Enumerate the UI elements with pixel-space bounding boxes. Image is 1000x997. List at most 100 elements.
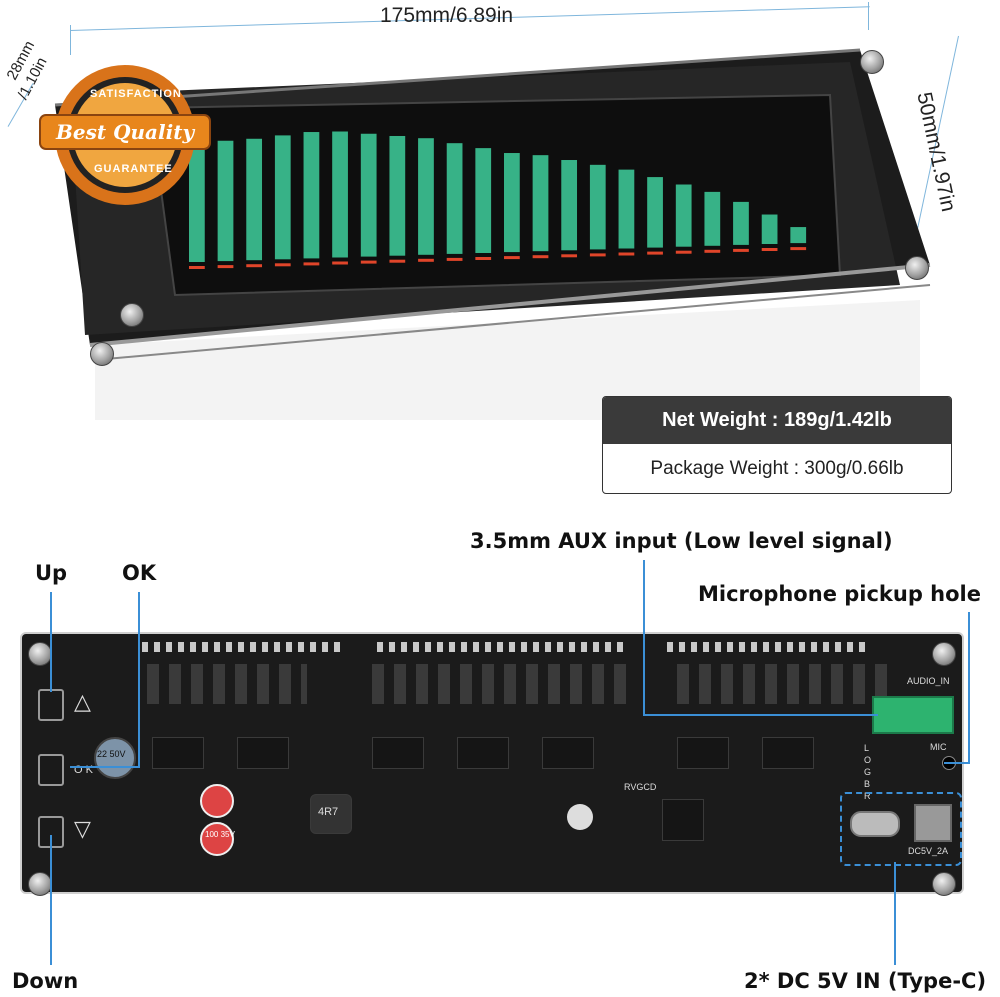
package-weight: Package Weight : 300g/0.66lb bbox=[650, 457, 904, 479]
spectrum-bar bbox=[504, 153, 520, 253]
pin-header-middle bbox=[377, 642, 627, 652]
up-label: Up bbox=[35, 561, 68, 585]
ok-callout-vertical bbox=[138, 592, 140, 767]
spectrum-bar bbox=[589, 164, 606, 250]
usb-c-port-1[interactable] bbox=[850, 811, 900, 837]
length-dimension-label: 175mm/6.89in bbox=[380, 4, 514, 27]
driver-chip-5 bbox=[542, 737, 594, 769]
led-label-r: R bbox=[864, 791, 871, 801]
spectrum-bar bbox=[475, 148, 492, 253]
spectrum-bar bbox=[274, 135, 291, 260]
spectrum-bar bbox=[246, 138, 263, 261]
capacitor-blue bbox=[94, 737, 136, 779]
spectrum-bar bbox=[217, 140, 234, 262]
led-labels: L O G B R bbox=[864, 742, 878, 802]
driver-chip-1 bbox=[152, 737, 204, 769]
capacitor-red-1 bbox=[200, 784, 234, 818]
case-screw-bottom-right bbox=[905, 256, 929, 280]
spectrum-base-segment bbox=[704, 249, 721, 253]
mic-callout-horizontal bbox=[944, 762, 970, 764]
up-callout-line bbox=[50, 592, 52, 692]
weight-info-box: Net Weight : 189g/1.42lb Package Weight … bbox=[602, 396, 952, 494]
spectrum-base-segment bbox=[389, 259, 406, 263]
spectrum-bar bbox=[446, 143, 463, 254]
badge-top-text: SATISFACTION bbox=[90, 88, 182, 100]
dc-label: DC5V_2A bbox=[908, 846, 949, 856]
capacitor-blue-label: 22 50V bbox=[97, 749, 126, 759]
audio-in-label: AUDIO_IN bbox=[907, 676, 950, 686]
spectrum-base-segment bbox=[246, 264, 263, 268]
up-button[interactable] bbox=[38, 689, 64, 721]
spectrum-base-segment bbox=[360, 260, 377, 264]
spectrum-bar bbox=[618, 169, 635, 249]
capacitor-white bbox=[567, 804, 593, 830]
spectrum-base-segment bbox=[790, 247, 807, 251]
usb-c-highlight bbox=[840, 792, 962, 866]
spectrum-base-segment bbox=[675, 250, 692, 254]
spectrum-bar bbox=[790, 227, 807, 244]
pcb-screw-bottom-right bbox=[932, 872, 956, 896]
usb-c-port-2[interactable] bbox=[914, 804, 952, 842]
led-label-b: B bbox=[864, 779, 871, 789]
driver-chip-4 bbox=[457, 737, 509, 769]
pcb-board: 4R7 22 50V 100 35V △ O K ▽ AUDIO_IN MIC … bbox=[20, 632, 964, 896]
driver-chip-7 bbox=[762, 737, 814, 769]
dc-input-label: 2* DC 5V IN (Type-C) bbox=[744, 969, 987, 993]
spectrum-base-segment bbox=[589, 253, 606, 257]
product-photo: 175mm/6.89in 50mm/1.97in 28mm /1.10in SA… bbox=[0, 0, 1000, 420]
ok-label: OK bbox=[122, 561, 157, 585]
spectrum-base-segment bbox=[446, 257, 463, 261]
component-row-2 bbox=[372, 664, 632, 704]
pcb-screw-bottom-left bbox=[28, 872, 52, 896]
down-symbol: ▽ bbox=[74, 816, 91, 841]
rvgcd-label: RVGCD bbox=[624, 782, 657, 792]
badge-bottom-text: GUARANTEE bbox=[94, 163, 173, 175]
aux-callout-vertical bbox=[643, 560, 645, 715]
mic-label: MIC bbox=[930, 742, 947, 752]
driver-chip-6 bbox=[677, 737, 729, 769]
spectrum-base-segment bbox=[532, 255, 549, 259]
spectrum-bar bbox=[360, 133, 377, 257]
aux-jack[interactable] bbox=[872, 696, 954, 734]
best-quality-badge: SATISFACTION Best Quality GUARANTEE bbox=[30, 60, 220, 210]
case-screw-left bbox=[90, 342, 114, 366]
spectrum-base-segment bbox=[303, 262, 320, 266]
capacitor-red-label: 100 35V bbox=[205, 830, 235, 839]
pcb-screw-top-right bbox=[932, 642, 956, 666]
spectrum-base-segment bbox=[504, 256, 520, 260]
spectrum-bar bbox=[561, 160, 578, 251]
spectrum-base-segment bbox=[332, 261, 348, 265]
spectrum-base-segment bbox=[189, 266, 205, 269]
aux-input-label: 3.5mm AUX input (Low level signal) bbox=[470, 529, 893, 553]
spectrum-bar bbox=[647, 177, 663, 248]
case-screw-bottom-left bbox=[120, 303, 144, 327]
spectrum-base-segment bbox=[561, 254, 578, 258]
spectrum-bar bbox=[733, 201, 749, 245]
spectrum-base-segment bbox=[618, 252, 635, 256]
case-screw-top-right bbox=[860, 50, 884, 74]
net-weight: Net Weight : 189g/1.42lb bbox=[603, 397, 951, 444]
component-row-1 bbox=[147, 664, 307, 704]
spectrum-base-segment bbox=[733, 248, 749, 252]
led-label-o: O bbox=[864, 755, 872, 765]
spectrum-bar bbox=[389, 135, 406, 256]
ok-callout-horizontal bbox=[70, 766, 140, 768]
component-row-3 bbox=[677, 664, 887, 704]
inductor-label: 4R7 bbox=[318, 806, 339, 818]
led-label-g: G bbox=[864, 767, 872, 777]
length-tick-left bbox=[70, 25, 71, 55]
spectrum-bar bbox=[418, 138, 434, 255]
spectrum-base-segment bbox=[274, 263, 291, 267]
pin-header-right bbox=[667, 642, 867, 652]
down-callout-line bbox=[50, 835, 52, 965]
driver-chip-2 bbox=[237, 737, 289, 769]
led-label-l: L bbox=[864, 743, 870, 753]
dc-callout-line bbox=[894, 862, 896, 965]
down-label: Down bbox=[12, 969, 79, 993]
spectrum-bar bbox=[532, 155, 549, 252]
ok-button[interactable] bbox=[38, 754, 64, 786]
pin-header-left bbox=[142, 642, 342, 652]
spectrum-base-segment bbox=[647, 251, 663, 255]
microphone-label: Microphone pickup hole bbox=[698, 582, 981, 606]
badge-main-text: Best Quality bbox=[56, 120, 195, 144]
